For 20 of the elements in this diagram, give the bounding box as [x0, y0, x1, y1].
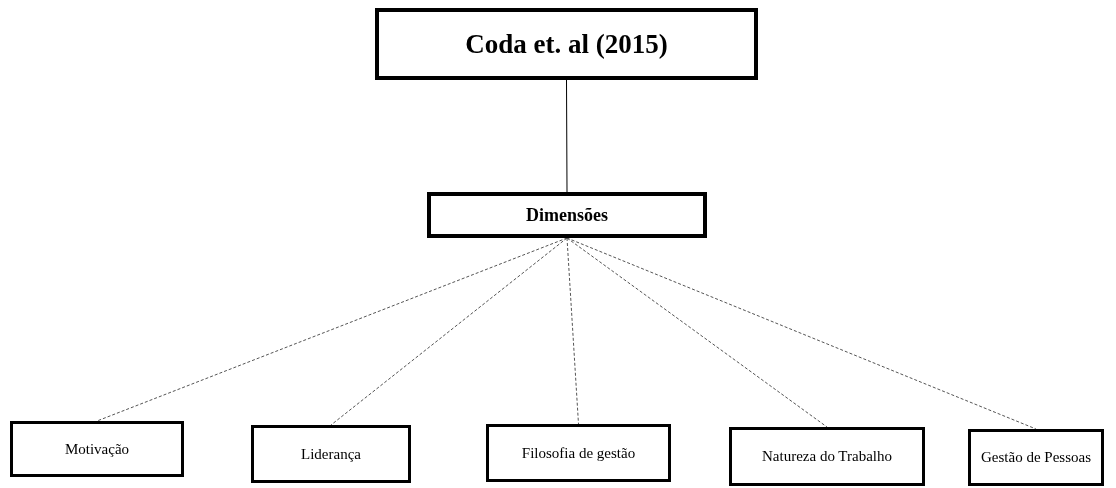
box-label: Coda et. al (2015) [465, 27, 668, 61]
text-box [375, 8, 758, 80]
connector-line [566, 237, 579, 425]
text-box [729, 427, 925, 486]
text-box [968, 429, 1104, 486]
box-label: Dimensões [526, 203, 608, 227]
text-box [486, 424, 671, 482]
connector-line [330, 237, 568, 426]
connector-line [566, 79, 568, 193]
box-label: Gestão de Pessoas [981, 448, 1091, 467]
text-box [10, 421, 184, 477]
box-label: Natureza do Trabalho [762, 447, 892, 466]
connector-line [566, 237, 828, 428]
connector-line [96, 237, 568, 422]
connector-line [566, 237, 1037, 430]
text-box [427, 192, 707, 238]
text-box [251, 425, 411, 483]
box-label: Motivação [64, 439, 130, 459]
box-label: Filosofia de gestão [521, 443, 636, 463]
box-label: Liderança [301, 444, 361, 464]
